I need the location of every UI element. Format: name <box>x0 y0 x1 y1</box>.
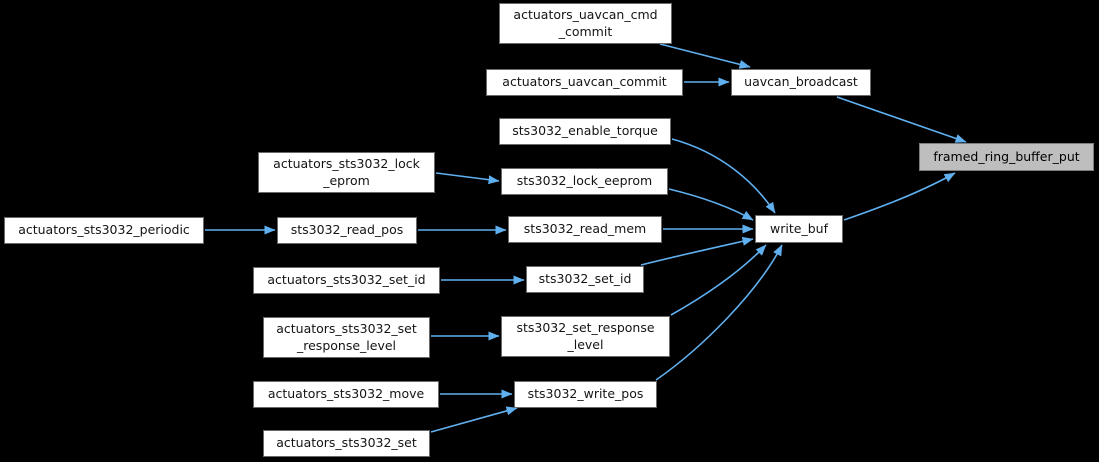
node-label: actuators_sts3032_periodic <box>18 222 190 238</box>
edge-sts3032_enable_torque-to-write_buf <box>671 138 776 214</box>
node-actuators_uavcan_commit[interactable]: actuators_uavcan_commit <box>486 69 683 96</box>
node-sts3032_read_mem[interactable]: sts3032_read_mem <box>508 216 662 243</box>
node-label: actuators_uavcan_commit <box>502 74 667 90</box>
node-sts3032_write_pos[interactable]: sts3032_write_pos <box>514 381 657 408</box>
node-label: sts3032_read_pos <box>290 222 404 238</box>
edge-actuators_sts3032_set-to-sts3032_write_pos <box>430 406 518 433</box>
node-sts3032_lock_eeprom[interactable]: sts3032_lock_eeprom <box>501 168 668 195</box>
node-actuators_uavcan_cmd_commit[interactable]: actuators_uavcan_cmd _commit <box>499 3 672 44</box>
node-uavcan_broadcast[interactable]: uavcan_broadcast <box>731 69 871 96</box>
node-actuators_sts3032_set_id[interactable]: actuators_sts3032_set_id <box>253 267 440 294</box>
edge-sts3032_set_id-to-write_buf <box>640 236 754 266</box>
edge-write_buf-to-framed_ring_buffer_put <box>843 172 956 221</box>
edge-actuators_sts3032_lock_eprom-to-sts3032_lock_eeprom <box>435 172 500 185</box>
edge-sts3032_write_pos-to-write_buf <box>655 244 783 381</box>
edge-uavcan_broadcast-to-framed_ring_buffer_put <box>836 96 967 143</box>
node-label: actuators_sts3032_set_id <box>267 272 426 288</box>
node-actuators_sts3032_lock_eprom[interactable]: actuators_sts3032_lock _eprom <box>258 152 435 193</box>
node-label: write_buf <box>770 220 828 236</box>
node-sts3032_set_id[interactable]: sts3032_set_id <box>526 266 644 293</box>
node-actuators_sts3032_set_response_level[interactable]: actuators_sts3032_set _response_level <box>263 317 430 358</box>
node-label: uavcan_broadcast <box>744 74 858 90</box>
node-sts3032_set_response_level[interactable]: sts3032_set_response _level <box>501 316 670 357</box>
edge-sts3032_lock_eeprom-to-write_buf <box>668 188 754 221</box>
node-actuators_sts3032_set[interactable]: actuators_sts3032_set <box>263 430 430 457</box>
node-framed_ring_buffer_put: framed_ring_buffer_put <box>919 143 1094 171</box>
node-label: sts3032_set_id <box>538 271 632 287</box>
node-actuators_sts3032_periodic[interactable]: actuators_sts3032_periodic <box>4 217 204 244</box>
node-label: sts3032_lock_eeprom <box>516 173 653 189</box>
edge-actuators_uavcan_cmd_commit-to-uavcan_broadcast <box>659 43 751 69</box>
node-label: actuators_sts3032_set <box>276 435 417 451</box>
node-sts3032_enable_torque[interactable]: sts3032_enable_torque <box>499 118 671 145</box>
node-label: actuators_sts3032_lock _eprom <box>273 156 420 188</box>
node-label: actuators_sts3032_move <box>267 386 425 402</box>
node-label: sts3032_enable_torque <box>512 123 658 139</box>
node-sts3032_read_pos[interactable]: sts3032_read_pos <box>277 217 417 244</box>
node-write_buf[interactable]: write_buf <box>755 215 843 243</box>
edge-sts3032_set_response_level-to-write_buf <box>670 244 767 316</box>
node-label: actuators_uavcan_cmd _commit <box>513 7 658 39</box>
node-label: framed_ring_buffer_put <box>933 148 1080 164</box>
node-label: sts3032_write_pos <box>527 386 644 402</box>
node-label: sts3032_set_response _level <box>516 320 655 352</box>
node-label: actuators_sts3032_set _response_level <box>276 321 417 353</box>
node-actuators_sts3032_move[interactable]: actuators_sts3032_move <box>253 381 439 408</box>
node-label: sts3032_read_mem <box>523 221 647 237</box>
